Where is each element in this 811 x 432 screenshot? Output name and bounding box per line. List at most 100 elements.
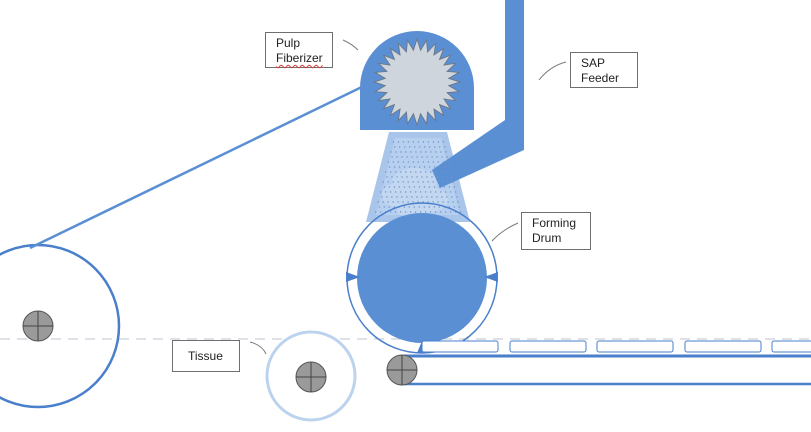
sap-particle <box>411 196 413 198</box>
pulp-fiberizer-label-line2: Fiberizer <box>276 51 323 65</box>
unwind-roll <box>0 243 121 409</box>
sap-particle <box>418 166 421 168</box>
sap-particle <box>435 191 437 193</box>
sap-particle <box>385 171 387 173</box>
sap-particle <box>441 196 443 198</box>
sap-particle <box>387 201 389 203</box>
sap-particle <box>423 166 426 168</box>
sap-particle <box>438 206 440 208</box>
crosshair-roller-icon <box>22 310 54 342</box>
sap-particle <box>395 171 397 173</box>
sap-particle <box>439 146 441 148</box>
sap-particle <box>434 146 436 148</box>
sap-particle <box>405 171 407 173</box>
sap-particle <box>420 171 422 173</box>
tissue-label-text: Tissue <box>188 349 223 363</box>
sap-particle <box>412 141 415 143</box>
sap-particle <box>391 196 393 198</box>
sap-particle <box>412 201 414 203</box>
sap-particle <box>432 161 434 163</box>
sap-particle <box>457 201 459 203</box>
sap-particle <box>452 201 454 203</box>
sap-particle <box>405 151 407 153</box>
sap-particle <box>432 181 434 183</box>
sap-particle <box>401 176 403 178</box>
sap-particle <box>422 161 424 163</box>
sap-particle <box>440 191 442 193</box>
sap-particle <box>417 181 419 183</box>
sap-particle <box>414 211 417 213</box>
forming-drum-label-line2: Drum <box>532 231 562 245</box>
sap-particle <box>397 181 399 183</box>
pulp-fiberizer-label-line1: Pulp <box>276 36 301 50</box>
sap-particle <box>392 161 394 163</box>
sap-particle <box>402 141 405 143</box>
sap-particle <box>430 151 432 153</box>
sap-particle <box>403 206 405 208</box>
sap-particle <box>438 166 441 168</box>
sap-particle <box>397 201 399 203</box>
sap-particle <box>448 186 451 188</box>
sap-particle <box>450 171 452 173</box>
sap-particle <box>396 196 398 198</box>
sap-particle <box>426 196 428 198</box>
sap-particle <box>421 156 423 158</box>
sap-particle <box>387 161 389 163</box>
crosshair-roller-icon <box>386 354 418 386</box>
sap-particle <box>435 171 437 173</box>
sap-particle <box>433 166 436 168</box>
sap-particle <box>416 156 418 158</box>
sap-particle <box>410 151 412 153</box>
sap-particle <box>433 186 436 188</box>
sap-particle <box>451 176 453 178</box>
sap-particle <box>428 166 431 168</box>
sap-particle <box>392 201 394 203</box>
sap-particle <box>408 166 411 168</box>
sap-particle <box>397 141 400 143</box>
sap-particle <box>396 156 398 158</box>
absorbent-pad <box>421 340 499 353</box>
sap-particle <box>413 206 415 208</box>
sap-particle <box>459 211 462 213</box>
sap-particle <box>411 176 413 178</box>
sap-particle <box>423 186 426 188</box>
sap-particle <box>425 171 427 173</box>
sap-particle <box>447 181 449 183</box>
leader-line-sap <box>538 61 567 81</box>
sap-particle <box>427 201 429 203</box>
sap-particle <box>448 166 451 168</box>
sap-particle <box>393 206 395 208</box>
conveyor-belt <box>400 354 811 386</box>
sap-particle <box>398 186 401 188</box>
leader-line-forming <box>491 222 519 242</box>
sap-particle <box>427 141 430 143</box>
sap-particle <box>409 211 412 213</box>
sap-particle <box>382 201 384 203</box>
sap-particle <box>391 176 393 178</box>
sap-particle <box>413 166 416 168</box>
forming-drum-label: Forming Drum <box>521 212 591 250</box>
sap-particle <box>421 176 423 178</box>
sap-particle <box>374 211 377 213</box>
sap-particle <box>392 181 394 183</box>
sap-particle <box>455 191 457 193</box>
sap-particle <box>393 166 396 168</box>
sap-particle <box>447 161 449 163</box>
sap-particle <box>437 161 439 163</box>
sap-particle <box>386 196 388 198</box>
sap-particle <box>406 196 408 198</box>
sap-particle <box>416 176 418 178</box>
sap-particle <box>428 206 430 208</box>
sap-particle <box>437 201 439 203</box>
sap-particle <box>436 176 438 178</box>
sap-particle <box>440 151 442 153</box>
sap-particle <box>389 211 392 213</box>
sap-particle <box>414 146 416 148</box>
sap-particle <box>427 181 429 183</box>
sap-particle <box>403 166 406 168</box>
sap-particle <box>388 186 391 188</box>
sap-particle <box>394 146 396 148</box>
pulp-fiberizer-label: Pulp Fiberizer <box>265 32 333 68</box>
sap-feeder-label-line2: Feeder <box>581 71 620 85</box>
